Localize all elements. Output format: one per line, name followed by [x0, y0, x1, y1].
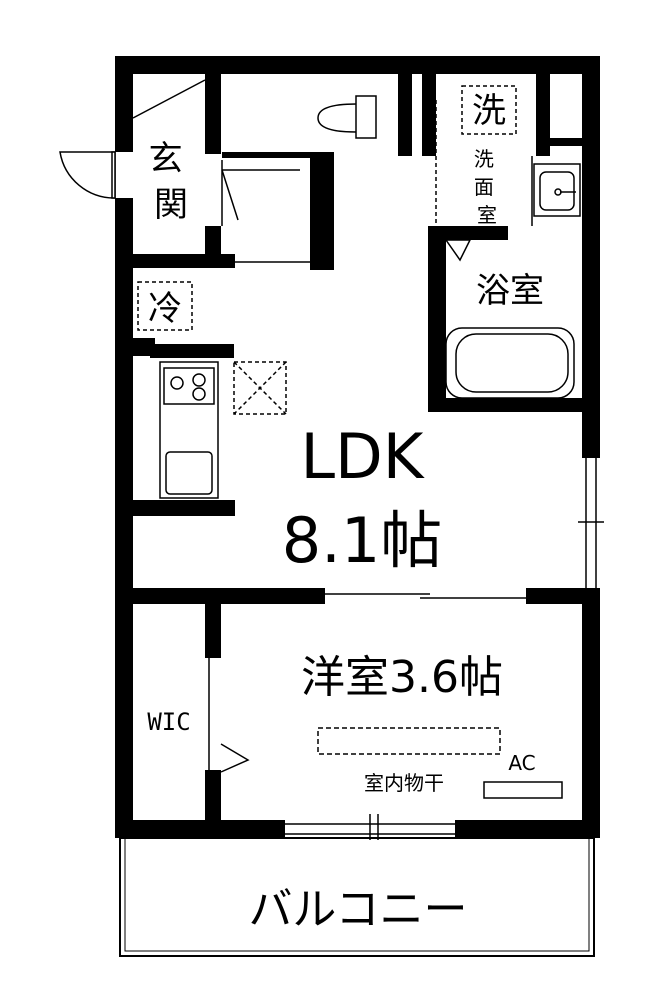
entrance-char-2: 関 — [154, 185, 188, 225]
bath-label: 浴室 — [476, 271, 544, 311]
entrance-label: 玄 関 — [149, 139, 194, 225]
interior-walls — [115, 74, 600, 838]
washroom-label: 洗 面 室 — [474, 147, 500, 227]
washroom-char-1: 洗 — [474, 147, 494, 171]
washer-label: 洗 — [472, 91, 506, 131]
western-room-label: 洋室3.6帖 — [301, 652, 503, 703]
exterior-walls — [115, 56, 600, 838]
fridge-label: 冷 — [148, 289, 182, 329]
washroom-char-2: 面 — [474, 175, 494, 199]
balcony-inner-outline — [124, 837, 590, 952]
entrance-char-1: 玄 — [149, 139, 183, 179]
fixtures — [59, 79, 604, 840]
ac-label: AC — [508, 751, 535, 775]
washroom-char-3: 室 — [477, 203, 497, 227]
balcony-label: バルコニー — [248, 884, 467, 935]
ldk-size-label: 8.1帖 — [282, 504, 443, 577]
ldk-label: LDK — [301, 420, 425, 493]
indoor-drying-label: 室内物干 — [364, 771, 444, 795]
wic-label: WIC — [147, 708, 190, 736]
